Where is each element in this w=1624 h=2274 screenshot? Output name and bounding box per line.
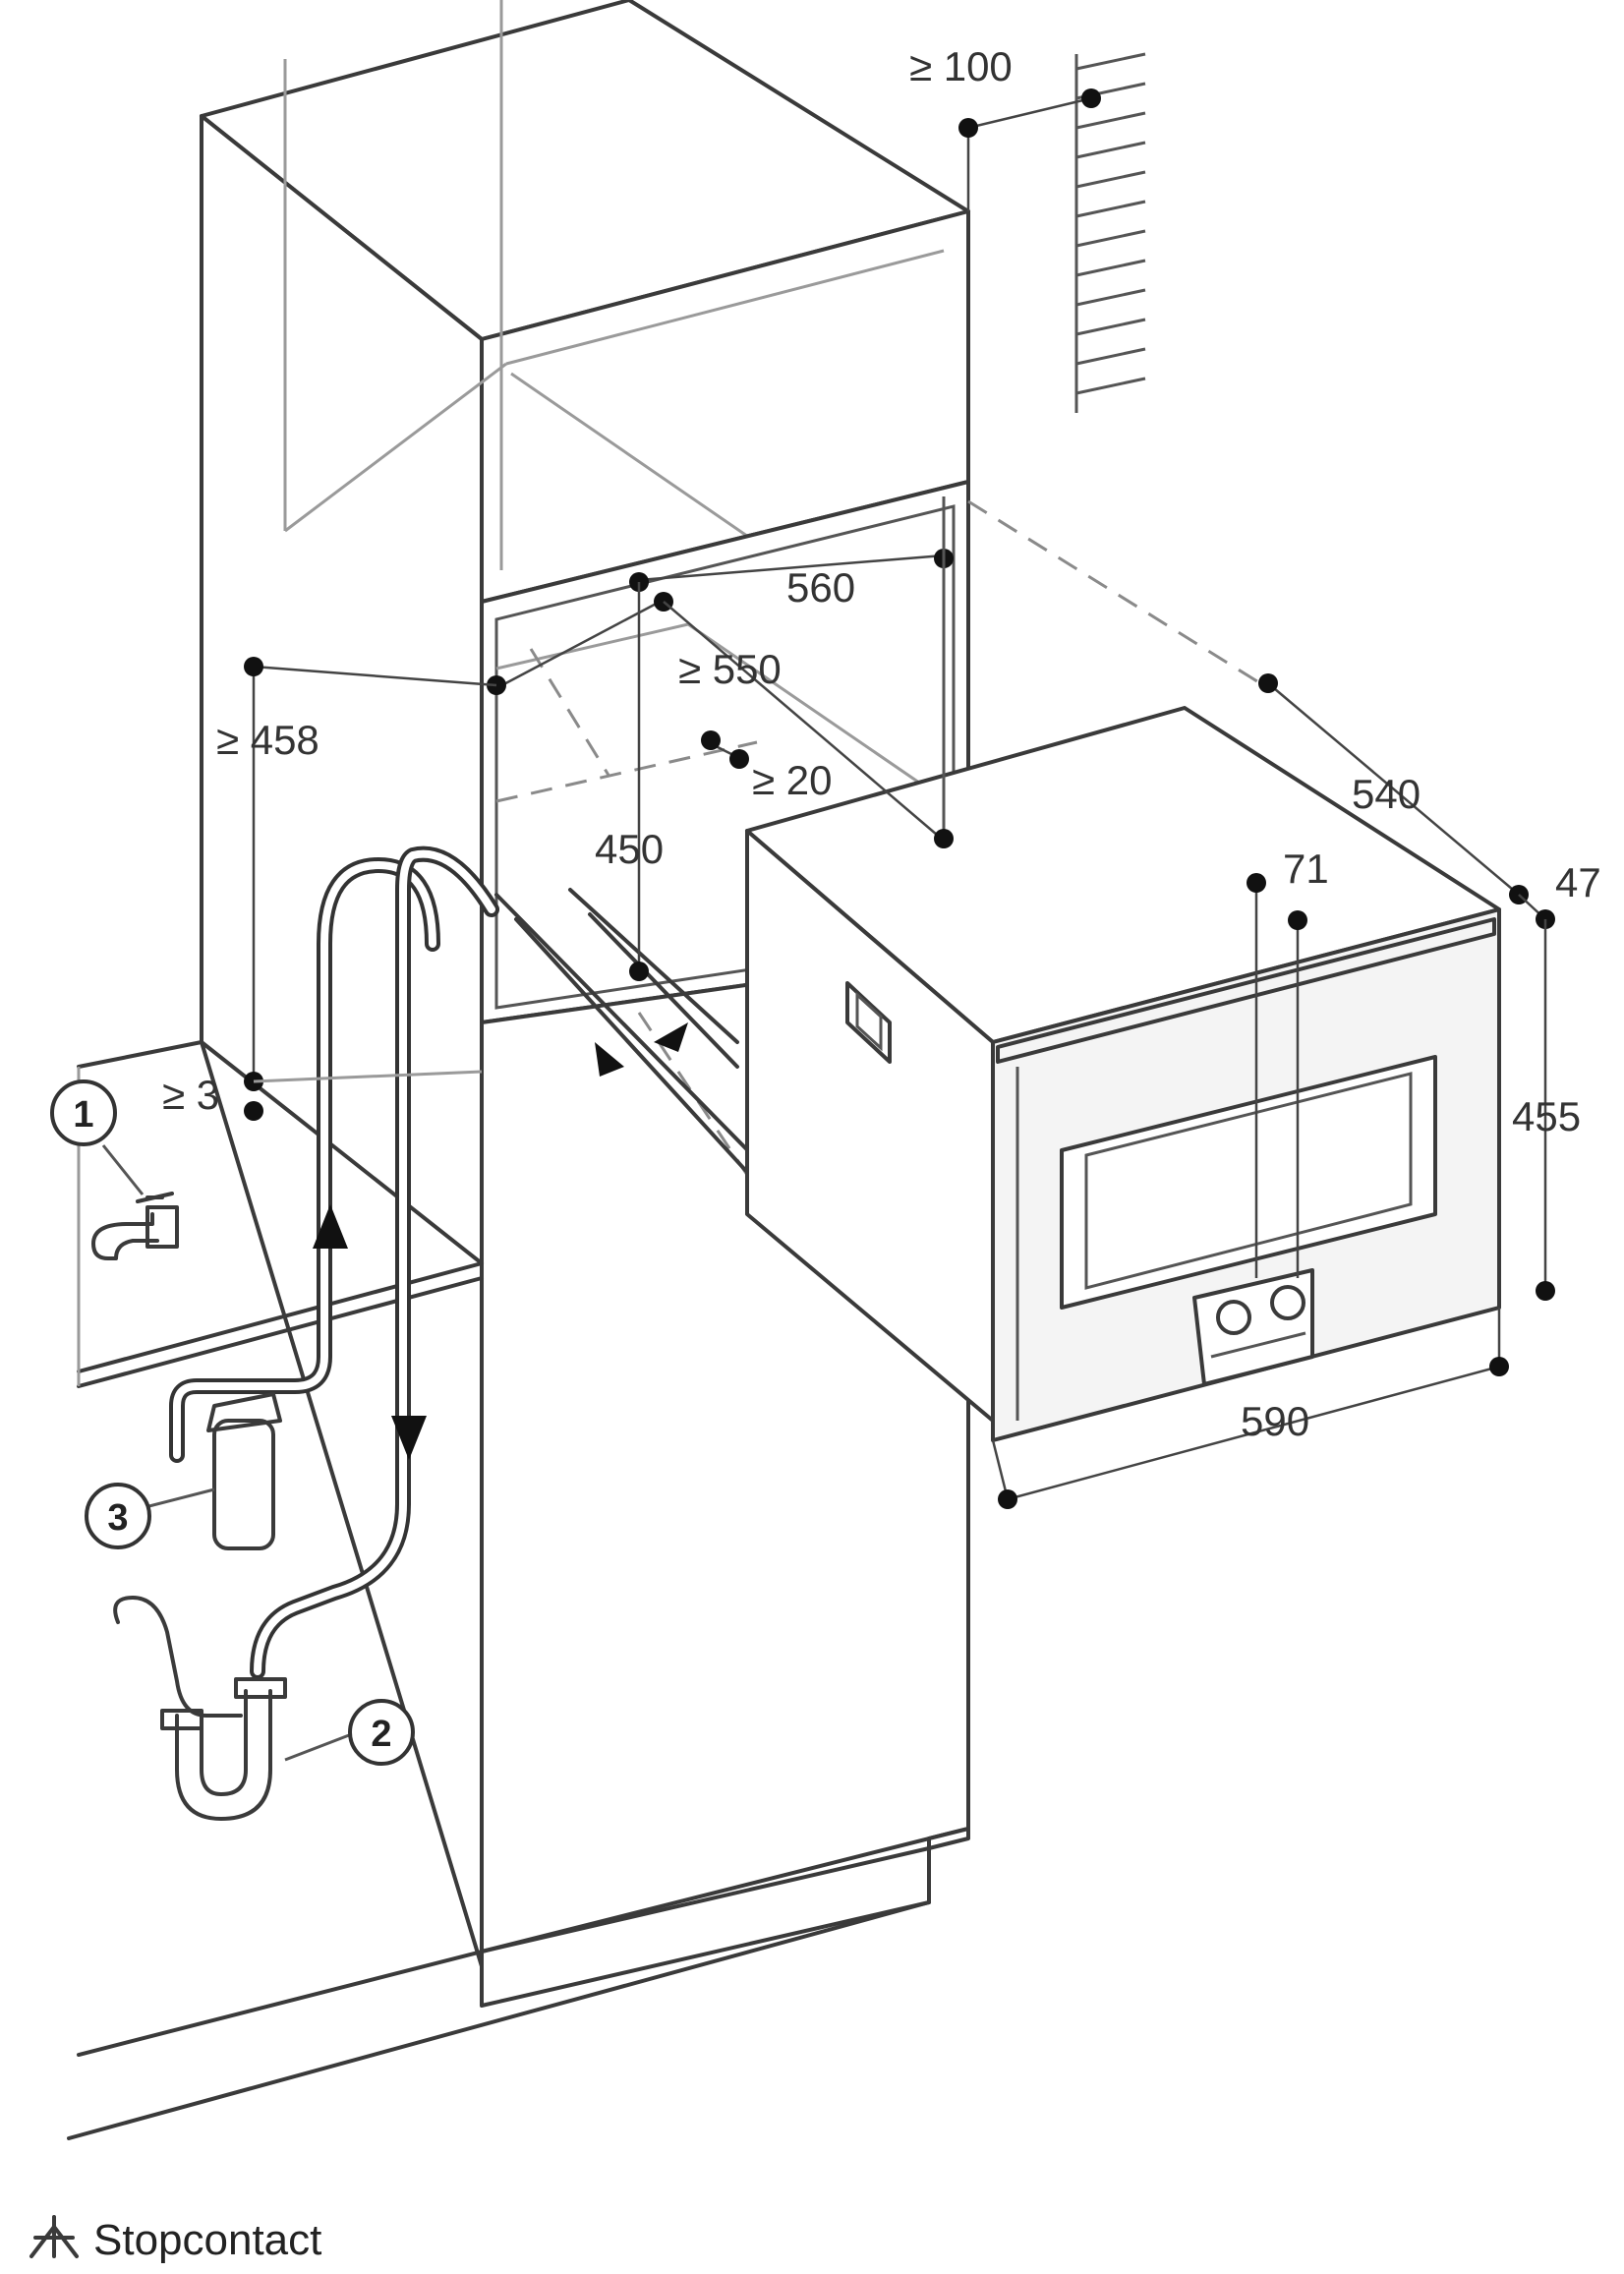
dim-top-clearance: ≥ 100 [909,43,1013,89]
dim-appliance-depth: 540 [1352,771,1421,817]
dim-niche-width: 560 [786,564,855,611]
dim-appliance-height: 455 [1512,1093,1581,1139]
dim-rear-gap: ≥ 20 [752,757,832,803]
callout-1-label: 1 [73,1094,93,1136]
water-hoses [169,845,499,1679]
callout-3: 3 [85,1483,151,1549]
dimension-lines [244,88,1555,1509]
dim-niche-inner-height: 450 [595,826,664,872]
water-filter-icon [206,1392,282,1550]
legend: Stopcontact [29,2215,321,2264]
callout-leaders [101,1144,350,1762]
drain-siphon-icon [113,1596,287,1821]
wall-hatch [1074,52,1146,413]
dim-niche-depth: ≥ 550 [678,646,782,692]
callout-1: 1 [50,1079,117,1146]
legend-label: Stopcontact [93,2216,321,2264]
callout-2: 2 [348,1699,415,1766]
callout-2-label: 2 [371,1714,391,1755]
water-tap-icon [91,1192,179,1260]
dim-front-thickness: 47 [1555,859,1601,905]
drawer-rails [494,888,779,1206]
dim-floor-gap: ≥ 3 [162,1072,219,1118]
dim-appliance-width: 590 [1241,1398,1309,1444]
projection-lines [637,499,1269,1220]
appliance [745,706,1501,1442]
socket-symbol-icon [29,2215,79,2258]
countertop [67,1040,931,2140]
tall-cabinet [200,0,970,2008]
dim-niche-height: ≥ 458 [216,717,319,763]
dim-control-offset: 71 [1283,845,1329,892]
callout-3-label: 3 [107,1497,128,1539]
